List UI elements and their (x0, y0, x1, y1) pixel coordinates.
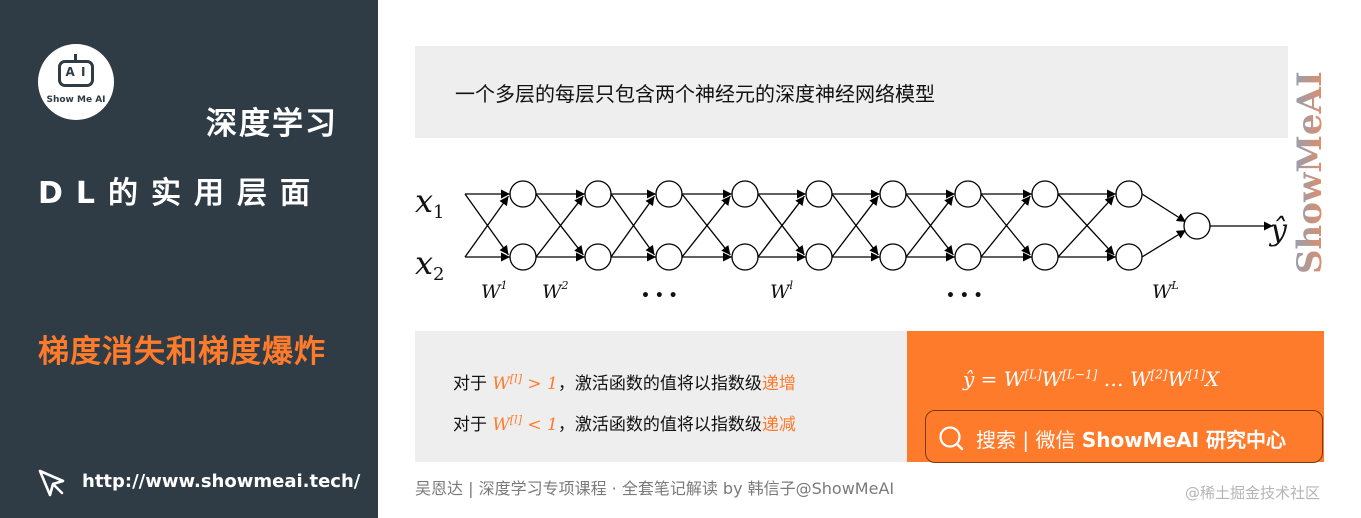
neuron (879, 180, 907, 208)
connection-arrow (1141, 193, 1187, 223)
neuron (805, 243, 833, 271)
connection-arrow (535, 195, 584, 258)
wechat-search-box[interactable]: 搜索 | 微信 ShowMeAI 研究中心 (925, 410, 1323, 463)
ellipsis-2: • • • (946, 288, 983, 304)
connection-arrow (757, 195, 805, 258)
neuron (1115, 243, 1143, 271)
formula-box: ŷ = W[L]W[L−1] … W[2]W[1]X 搜索 | 微信 ShowM… (907, 331, 1324, 463)
weight-label-2: W2 (542, 279, 569, 303)
connection-arrow (681, 195, 731, 258)
neuron (584, 243, 612, 271)
neuron (731, 243, 759, 271)
search-icon (939, 426, 964, 451)
output-neuron (1183, 212, 1211, 240)
weight-label-1: W1 (481, 279, 508, 303)
search-text: 搜索 | 微信 ShowMeAI 研究中心 (976, 428, 1287, 452)
neuron (1115, 180, 1143, 208)
diagram-caption: 一个多层的每层只包含两个神经元的深度神经网络模型 (455, 82, 935, 106)
connection-arrow (831, 195, 879, 258)
connection-arrow (905, 193, 954, 256)
connection-arrow (980, 195, 1031, 258)
neuron (1031, 180, 1059, 208)
left-panel: A I Show Me AI 深度学习 DL的实用层面 梯度消失和梯度爆炸 ht… (0, 0, 378, 518)
network-connections (464, 189, 1273, 262)
condition-decrease: 对于 W[l] < 1，激活函数的值将以指数级递减 (453, 413, 796, 435)
condition-increase: 对于 W[l] > 1，激活函数的值将以指数级递增 (453, 372, 796, 394)
juejin-watermark: @稀土掘金技术社区 (1185, 484, 1321, 502)
neuron (655, 243, 683, 271)
conditions-box: 对于 W[l] > 1，激活函数的值将以指数级递增 对于 W[l] < 1，激活… (415, 331, 907, 462)
connection-arrow (535, 193, 584, 256)
neuron (954, 180, 982, 208)
neuron (879, 243, 907, 271)
neuron (509, 180, 537, 208)
connection-arrow (610, 195, 656, 258)
topic-title: 梯度消失和梯度爆炸 (38, 334, 326, 370)
svg-text:ShowMeAI: ShowMeAI (1290, 71, 1330, 274)
network-diagram: x1 x2 W1 W2 Wl WL • • • • • • ŷ (415, 180, 1288, 304)
showmeai-logo[interactable]: A I Show Me AI (38, 44, 114, 120)
connection-arrow (464, 193, 510, 256)
input-x2-label: x2 (415, 244, 445, 285)
showmeai-vertical-logo: ShowMeAI (1290, 71, 1330, 274)
logo-text: Show Me AI (46, 95, 106, 105)
connection-arrow (1057, 193, 1115, 256)
connection-arrow (980, 193, 1031, 256)
section-title: DL的实用层面 (38, 176, 324, 211)
cursor-click-icon (38, 469, 65, 497)
connection-arrow (905, 195, 954, 258)
connection-arrow (681, 193, 731, 256)
robot-icon: A I (58, 54, 94, 87)
neuron (954, 243, 982, 271)
connection-arrow (464, 195, 510, 258)
connection-arrow (1057, 195, 1115, 258)
input-x1-label: x1 (415, 182, 445, 223)
neuron (805, 180, 833, 208)
neuron (509, 243, 537, 271)
neuron (731, 180, 759, 208)
connection-arrow (610, 193, 656, 256)
footer-credit: 吴恩达 | 深度学习专项课程 · 全套笔记解读 by 韩信子@ShowMeAI (415, 479, 895, 498)
website-link[interactable]: http://www.showmeai.tech/ (82, 471, 361, 492)
weight-label-l: Wl (770, 279, 794, 303)
connection-arrow (757, 193, 805, 256)
caption-bar: 一个多层的每层只包含两个神经元的深度神经网络模型 (415, 46, 1288, 138)
neuron (584, 180, 612, 208)
network-neurons (509, 180, 1211, 271)
weight-label-L: WL (1152, 279, 1179, 303)
neuron (1031, 243, 1059, 271)
course-title: 深度学习 (206, 106, 338, 142)
output-y-hat-label: ŷ (1268, 213, 1288, 248)
connection-arrow (1141, 229, 1187, 258)
neuron (655, 180, 683, 208)
connection-arrow (831, 193, 879, 256)
logo-ai-text: A I (65, 65, 87, 79)
ellipsis-1: • • • (641, 288, 678, 304)
output-formula: ŷ = W[L]W[L−1] … W[2]W[1]X (963, 367, 1220, 391)
